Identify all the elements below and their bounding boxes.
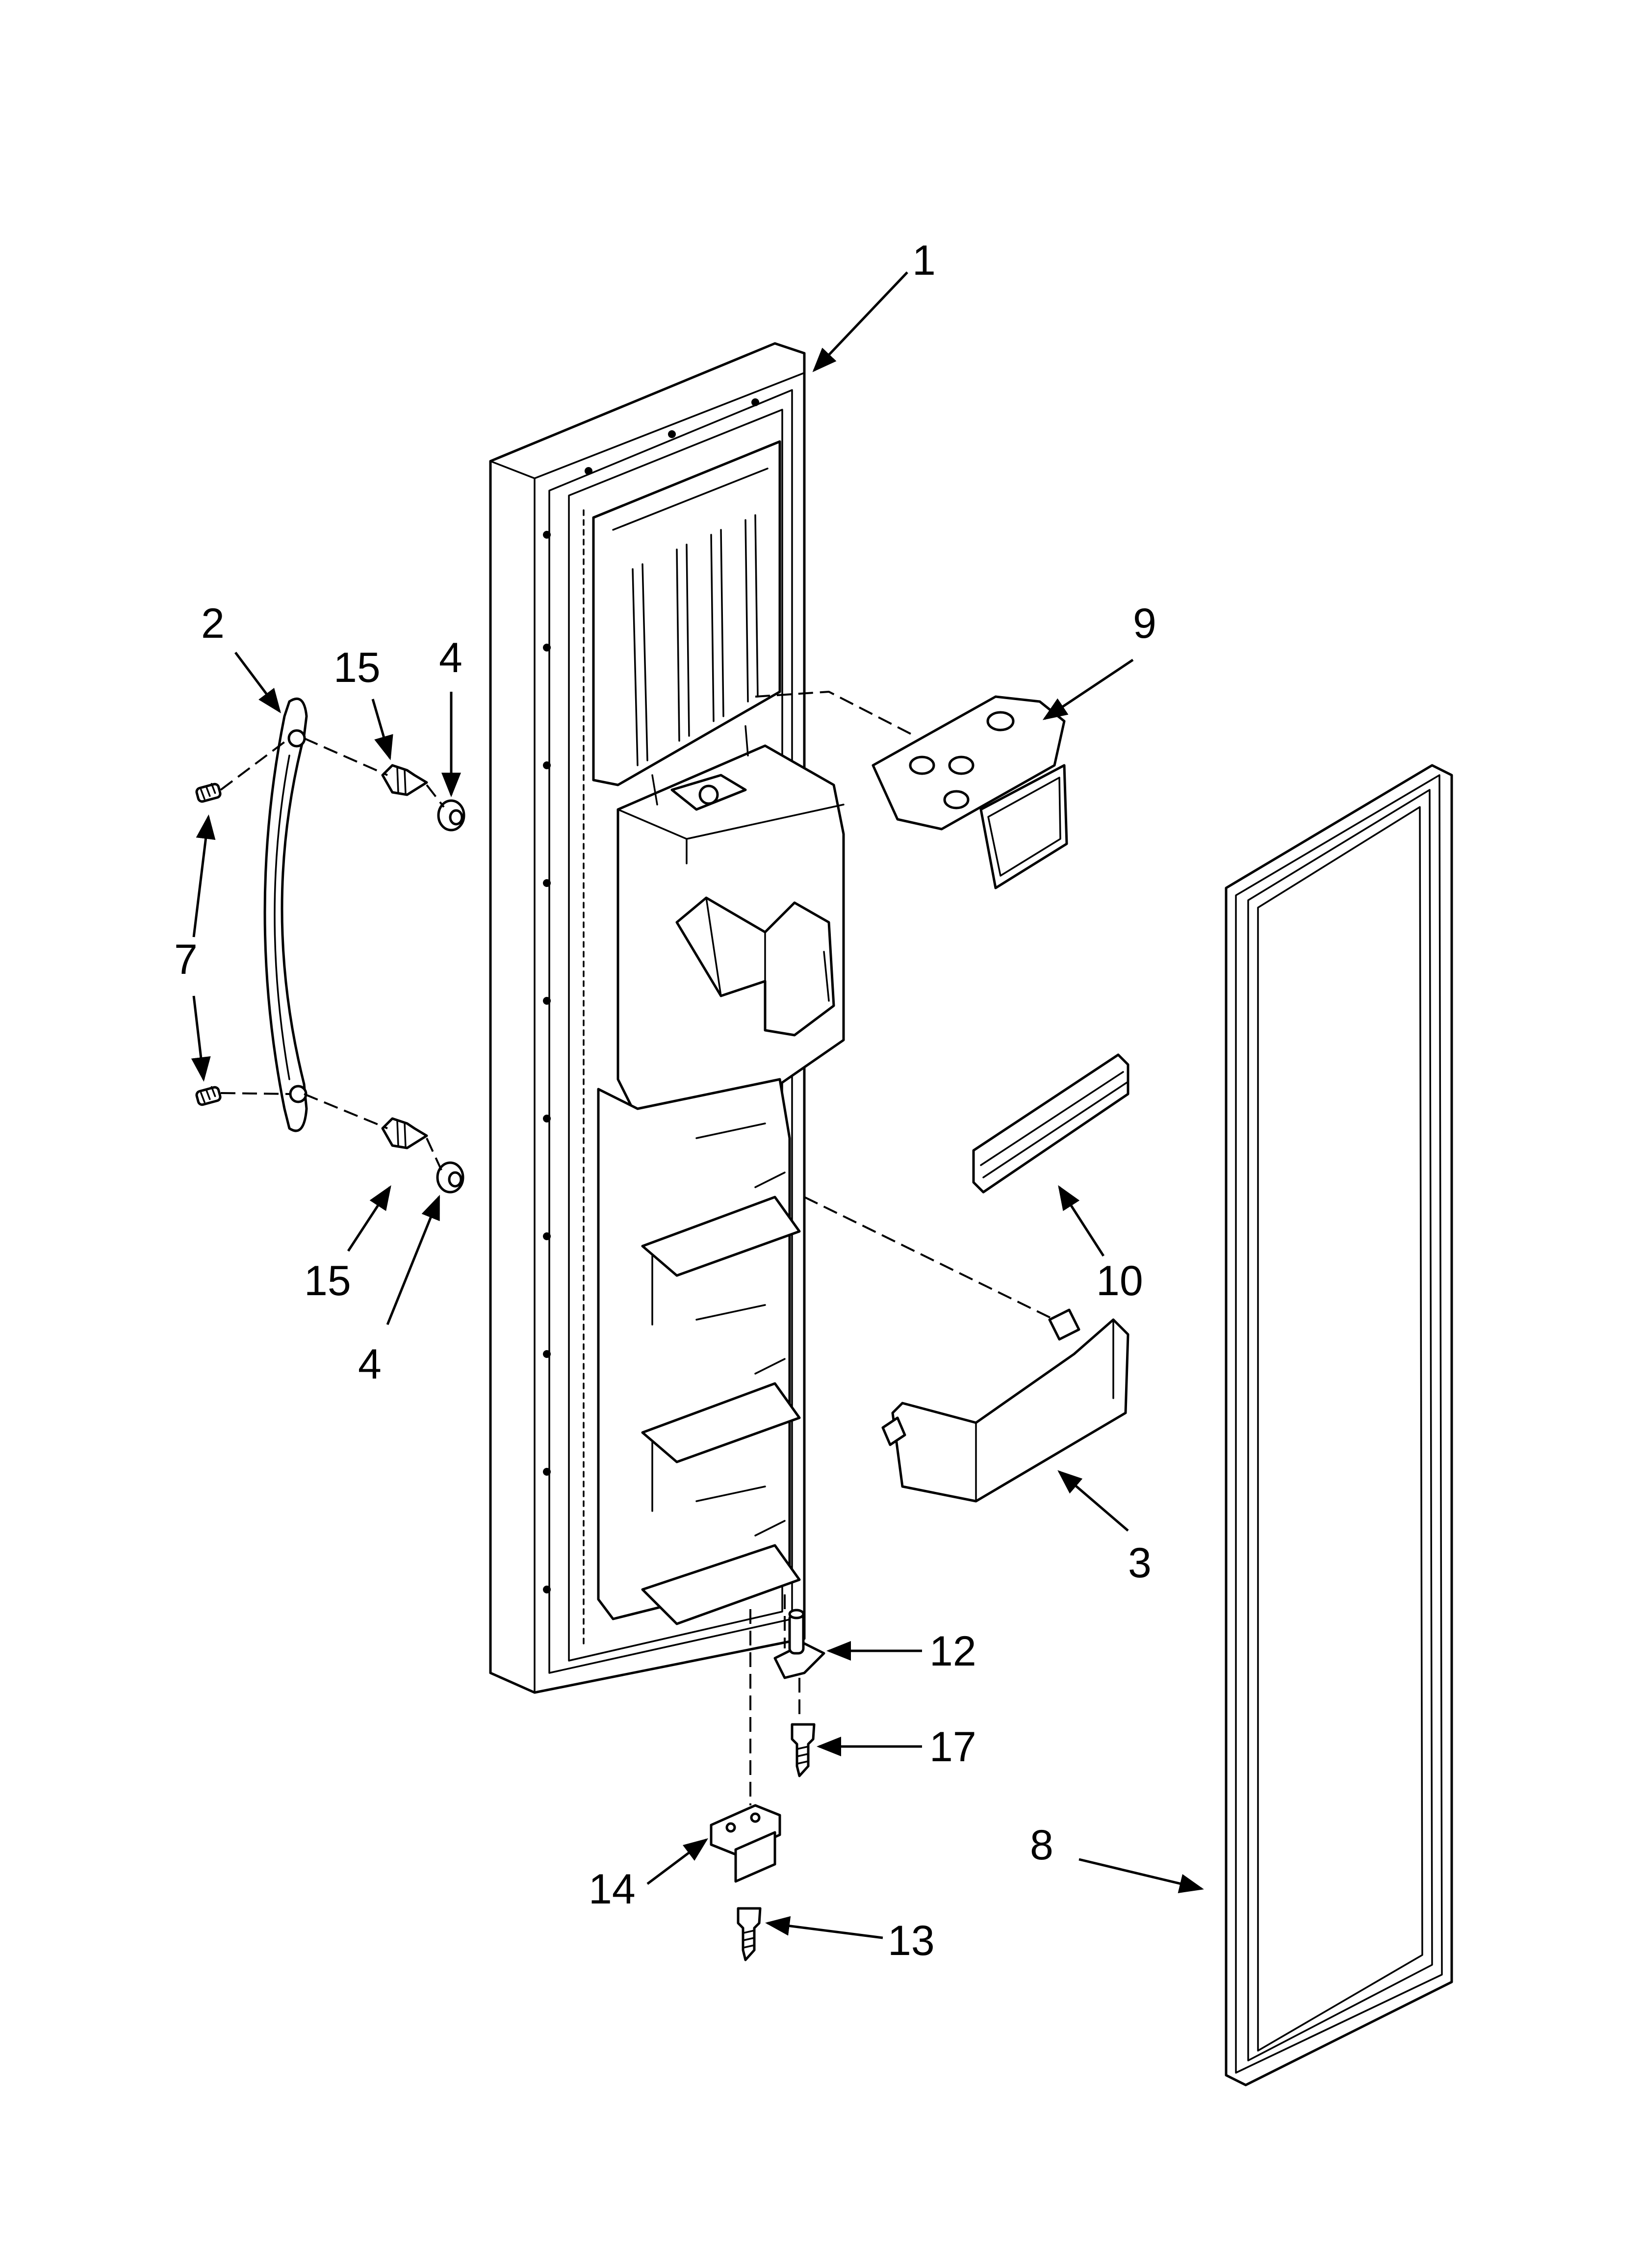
callout-13: 13 bbox=[888, 1917, 935, 1964]
handle-screw-top bbox=[381, 764, 428, 796]
callout-10: 10 bbox=[1096, 1257, 1143, 1304]
callout-15-top: 15 bbox=[334, 644, 381, 691]
door-bin bbox=[881, 1308, 1129, 1503]
callout-4-bottom: 4 bbox=[358, 1341, 382, 1388]
callout-12: 12 bbox=[929, 1628, 976, 1675]
set-screw-bottom bbox=[195, 1086, 222, 1106]
callout-4-top: 4 bbox=[439, 634, 462, 681]
callout-17: 17 bbox=[929, 1723, 976, 1771]
spacer-bottom bbox=[436, 1161, 464, 1194]
callout-15-bottom: 15 bbox=[304, 1257, 351, 1304]
door-gasket bbox=[1225, 764, 1453, 2086]
callout-9: 9 bbox=[1133, 600, 1156, 647]
callout-3: 3 bbox=[1128, 1539, 1152, 1587]
hinge-screw bbox=[791, 1723, 816, 1777]
callout-1: 1 bbox=[912, 237, 936, 284]
callout-7: 7 bbox=[174, 936, 198, 983]
set-screw-top bbox=[195, 782, 222, 803]
callout-8: 8 bbox=[1030, 1822, 1053, 1869]
callout-2: 2 bbox=[201, 600, 225, 647]
handle-screw-bottom bbox=[381, 1117, 428, 1149]
door-handle bbox=[263, 697, 308, 1132]
dispenser-chute-flap bbox=[872, 695, 1068, 889]
bottom-hinge-bracket bbox=[710, 1804, 781, 1883]
bracket-screw bbox=[737, 1907, 762, 1961]
callout-14: 14 bbox=[589, 1866, 636, 1913]
spacer-top bbox=[437, 799, 465, 832]
hinge-pin bbox=[773, 1609, 825, 1679]
freezer-door bbox=[489, 342, 845, 1694]
door-screw-holes bbox=[543, 398, 759, 1593]
trim-strip bbox=[972, 1053, 1129, 1194]
